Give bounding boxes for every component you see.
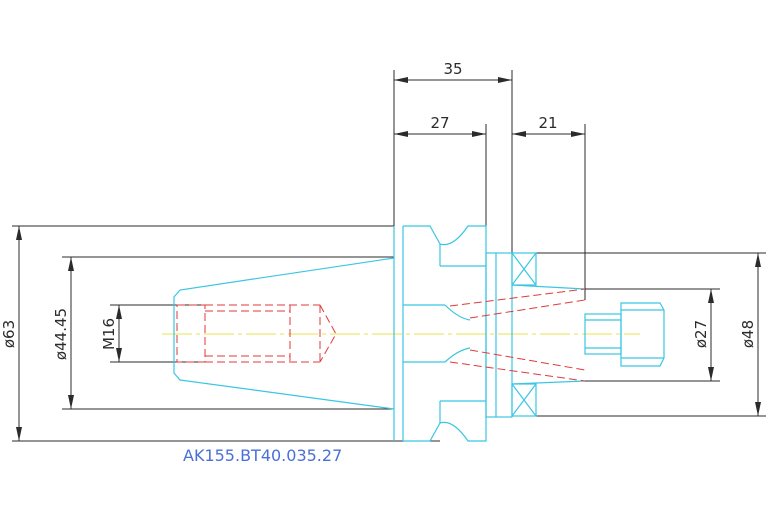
- dimension-arrows: [16, 77, 761, 441]
- dim-thread-size: M16: [100, 318, 118, 350]
- dim-nose-diameter: ø48: [739, 320, 757, 348]
- tool-holder-outline: [173, 225, 665, 442]
- dim-nose-length: 21: [538, 114, 557, 132]
- dim-flange-length: 27: [430, 114, 449, 132]
- part-number-label: AK155.BT40.035.27: [183, 446, 342, 465]
- hidden-features: [176, 288, 586, 382]
- dim-overall-length: 35: [443, 60, 462, 78]
- dim-taper-diameter: ø44.45: [52, 308, 70, 360]
- dim-bore-diameter: ø27: [692, 320, 710, 348]
- dimension-lines: [12, 70, 766, 442]
- dim-outer-diameter-63: ø63: [0, 320, 18, 348]
